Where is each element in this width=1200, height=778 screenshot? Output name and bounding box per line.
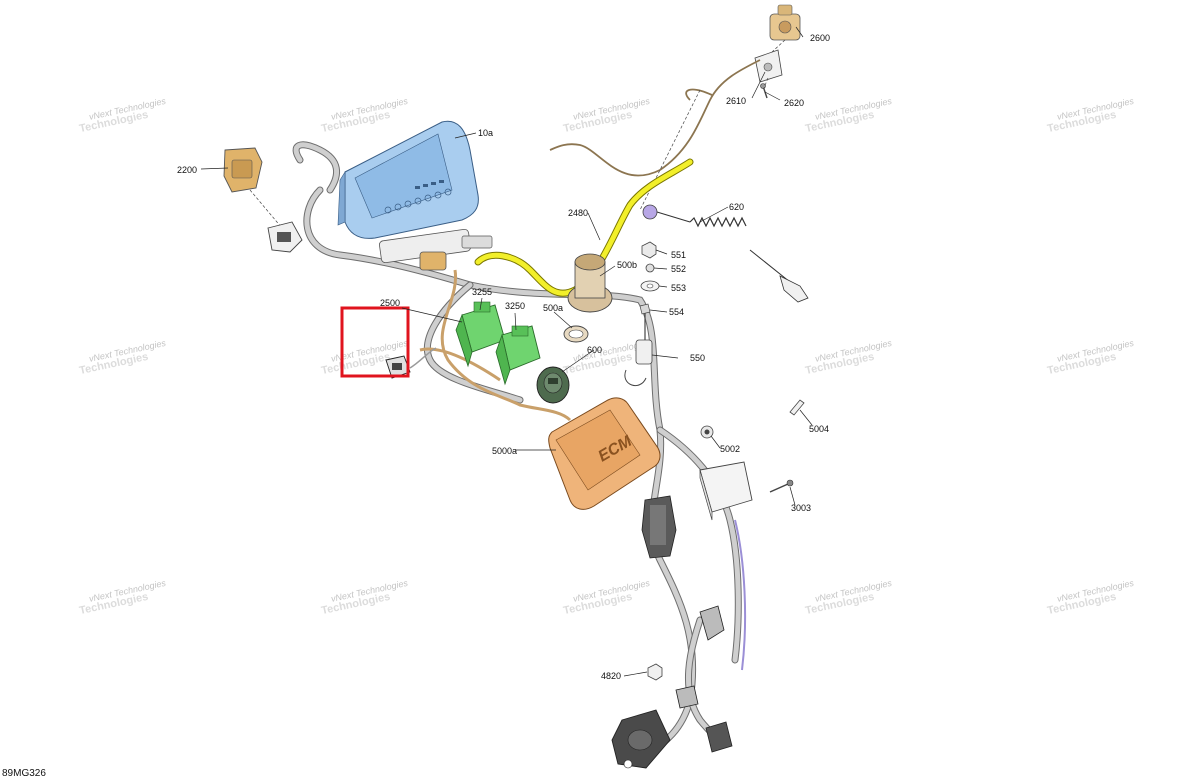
label-5002: 5002	[720, 444, 740, 454]
leader-lines	[200, 26, 813, 677]
label-2200: 2200	[177, 165, 197, 175]
label-500b: 500b	[617, 260, 637, 270]
part-553-washer[interactable]	[640, 280, 660, 292]
connector-mid-harness	[675, 605, 733, 753]
cluster-connector-bundle	[379, 228, 493, 271]
part-4820-nut[interactable]	[647, 663, 663, 681]
label-2500: 2500	[380, 298, 400, 308]
label-2610: 2610	[726, 96, 746, 106]
part-3255-relay[interactable]	[455, 301, 506, 368]
part-500a-ring[interactable]	[563, 325, 589, 343]
label-5004: 5004	[809, 424, 829, 434]
part-2620-screw[interactable]	[760, 83, 768, 99]
part-2500-connector[interactable]	[385, 355, 411, 379]
starter-solenoid	[611, 709, 671, 769]
highlight-box	[340, 306, 410, 378]
label-3255: 3255	[472, 287, 492, 297]
part-500b-component[interactable]	[567, 253, 613, 313]
part-labels: 2600 2610 2620 10a 2200 2480 620 551 552…	[177, 33, 830, 681]
label-554: 554	[669, 307, 684, 317]
label-620: 620	[729, 202, 744, 212]
diagram-code: 89MG326	[2, 768, 46, 778]
part-600-ignition-switch[interactable]	[536, 366, 570, 404]
part-2610-bracket[interactable]	[754, 49, 783, 83]
main-harness	[292, 141, 747, 764]
label-3003: 3003	[791, 503, 811, 513]
part-554-bolt[interactable]	[639, 303, 651, 340]
label-600: 600	[587, 345, 602, 355]
dark-connector-left	[641, 495, 677, 559]
label-5000a: 5000a	[492, 446, 517, 456]
part-5000a-ecm[interactable]: ECM	[548, 397, 661, 510]
label-4820: 4820	[601, 671, 621, 681]
part-3003-screw[interactable]	[769, 479, 794, 493]
label-550: 550	[690, 353, 705, 363]
part-552-washer[interactable]	[645, 263, 655, 273]
part-2200-mating-connector	[267, 221, 303, 253]
label-2600: 2600	[810, 33, 830, 43]
part-620-cable[interactable]	[642, 204, 809, 303]
label-2620: 2620	[784, 98, 804, 108]
part-5004-pin[interactable]	[789, 399, 805, 416]
right-module-box	[699, 461, 753, 521]
label-10a: 10a	[478, 128, 493, 138]
label-3250: 3250	[505, 301, 525, 311]
label-2480: 2480	[568, 208, 588, 218]
label-553: 553	[671, 283, 686, 293]
part-3250-relay[interactable]	[495, 325, 541, 386]
label-500a: 500a	[543, 303, 563, 313]
part-2600-connector[interactable]	[769, 4, 801, 41]
part-551-nut[interactable]	[641, 241, 657, 259]
label-552: 552	[671, 264, 686, 274]
part-550-sensor[interactable]	[624, 339, 653, 387]
part-10a-instrument-cluster[interactable]	[337, 120, 479, 239]
part-5002-nut[interactable]	[700, 425, 714, 439]
part-2200-connector[interactable]	[223, 147, 263, 193]
label-551: 551	[671, 250, 686, 260]
